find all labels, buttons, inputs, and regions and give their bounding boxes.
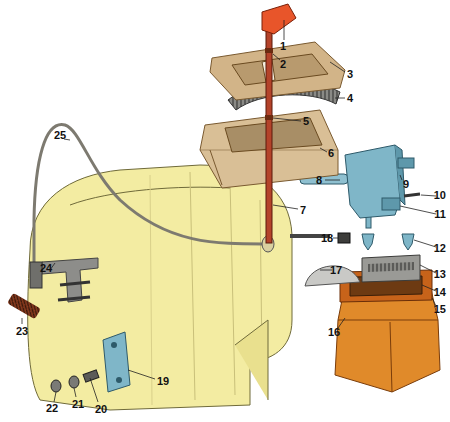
callout-number: 15 [434,303,446,315]
washer [69,376,79,388]
callout-number: 20 [95,403,107,415]
nut [51,380,61,392]
callout-number: 3 [347,68,353,80]
callout-number: 14 [434,286,446,298]
screw [404,194,420,196]
bolt [58,297,90,300]
detent-plate [362,255,420,282]
callout-number: 10 [434,189,446,201]
lever-bracket [345,145,400,218]
callout-number: 22 [46,402,58,414]
callout-number: 8 [316,174,322,186]
selector-cover [210,42,345,100]
bushing [338,233,350,243]
callout-number: 25 [54,129,66,141]
bushing [402,234,414,250]
adjusting-thread [7,293,41,319]
callout-number: 4 [347,92,353,104]
callout-number: 19 [157,375,169,387]
callout-number: 23 [16,325,28,337]
selector-rod [266,28,272,243]
selector-lever [103,332,130,392]
callout-number: 9 [403,178,409,190]
callout-number: 24 [40,262,52,274]
transmission-housing [28,165,292,410]
callout-number: 18 [321,232,333,244]
callout-number: 2 [280,58,286,70]
callout-number: 7 [300,204,306,216]
callout-number: 16 [328,326,340,338]
callout-number: 13 [434,268,446,280]
callout-number: 17 [330,264,342,276]
selector-handle [262,4,296,34]
callout-number: 11 [434,208,446,220]
callout-number: 5 [303,115,309,127]
bushing [362,234,374,250]
callout-number: 21 [72,398,84,410]
leader-lines [22,20,436,402]
callout-number: 1 [280,40,286,52]
bolt [60,282,90,285]
callout-number: 12 [434,242,446,254]
callout-number: 6 [328,147,334,159]
